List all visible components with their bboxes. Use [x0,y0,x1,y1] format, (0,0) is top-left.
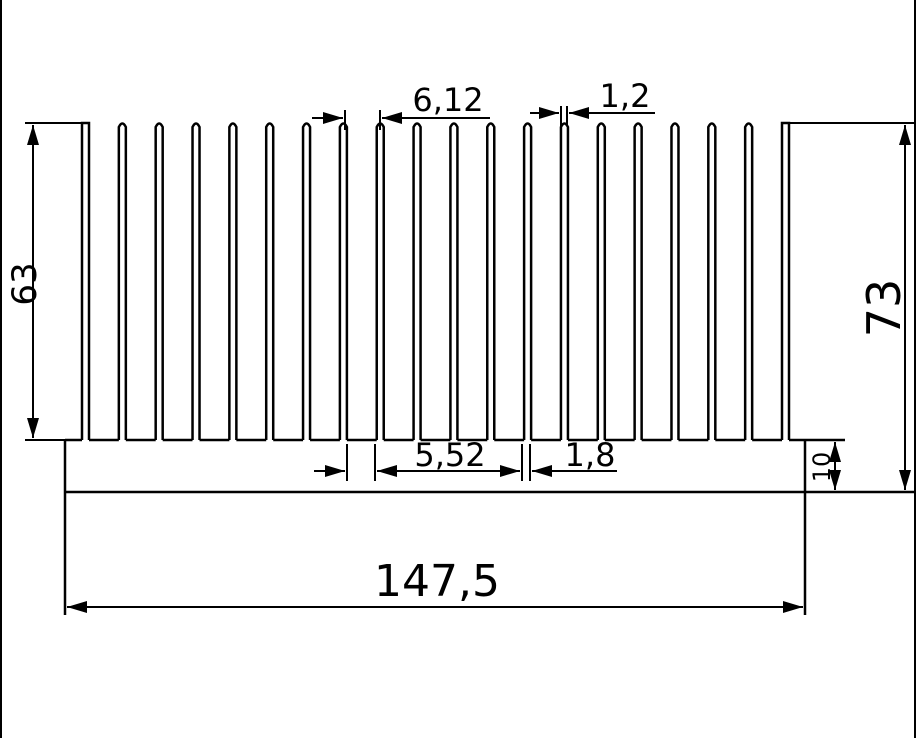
fin [449,122,459,440]
fin [264,122,275,440]
fin [559,122,570,440]
dim-label-63: 63 [5,262,45,305]
fin [228,122,238,440]
fin [412,122,422,440]
dim-label-73: 73 [857,279,911,338]
fin [707,122,717,440]
fin [743,122,754,440]
fin [117,122,128,440]
fin [596,122,607,440]
dim-base-thickness: 10 [808,442,841,490]
fin [633,122,643,440]
dim-fin-root: 1,8 [492,436,617,481]
fin [522,122,533,440]
dim-label-1-2: 1,2 [600,77,651,115]
fin [375,122,385,440]
fin [191,122,201,440]
fin [670,122,680,440]
dim-label-10: 10 [808,452,836,483]
fins [80,121,791,442]
dim-total-height: 73 [790,122,915,490]
fin [338,122,349,440]
dim-label-147-5: 147,5 [374,556,500,607]
dim-total-width: 147,5 [67,556,803,613]
base [63,438,915,615]
dim-label-6-12: 6,12 [412,81,483,119]
dim-label-5-52: 5,52 [414,436,485,474]
fin [301,122,312,440]
fin [154,122,164,440]
dim-gap-width: 5,52 [314,436,520,481]
fin [486,122,496,440]
dim-fin-pitch: 6,12 [312,81,490,130]
fin [80,121,91,440]
dim-label-1-8: 1,8 [565,436,616,474]
fin [780,121,791,440]
dim-fin-tip: 1,2 [530,77,655,126]
dim-fin-height: 63 [5,122,82,441]
